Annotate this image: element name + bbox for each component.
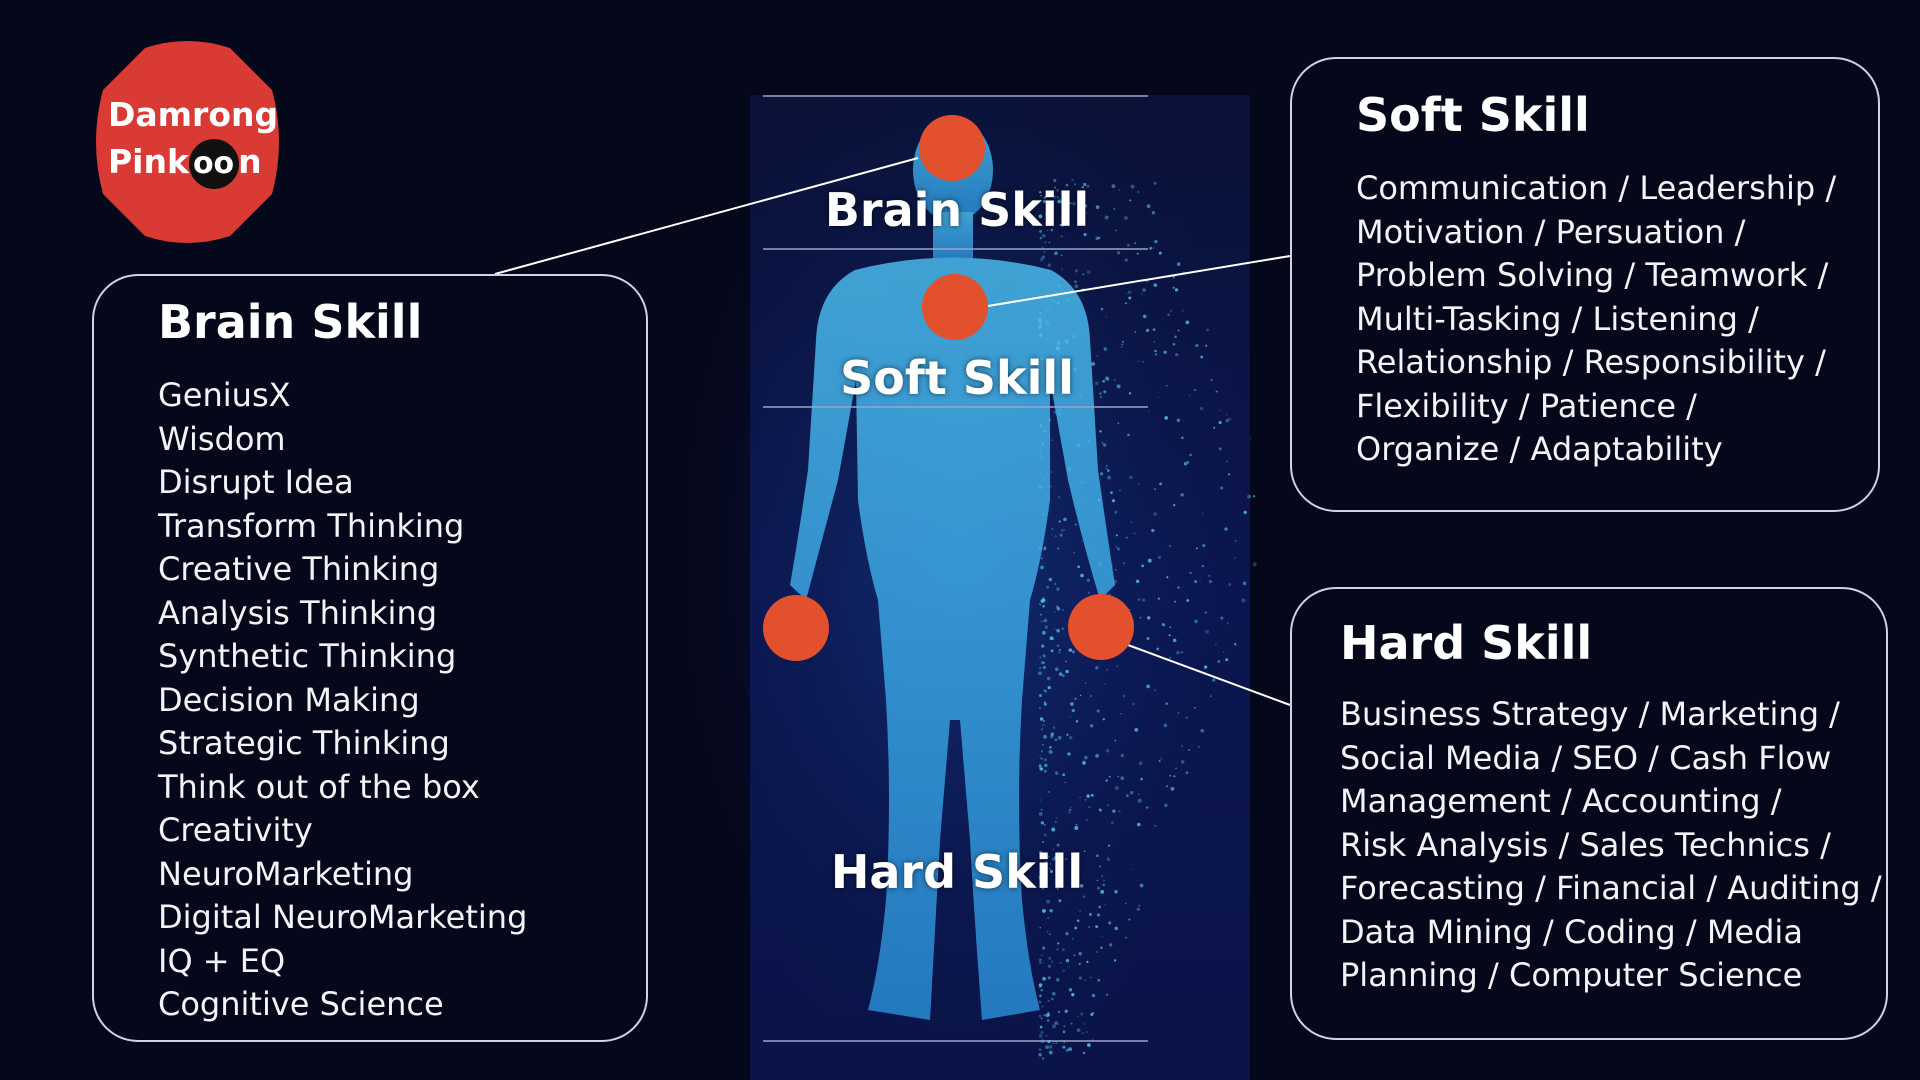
zone-label-hard: Hard Skill [830, 845, 1084, 899]
marker-brain [919, 115, 985, 181]
brain-skill-item: Creativity [158, 811, 313, 849]
brain-skill-item: Analysis Thinking [158, 593, 438, 632]
brain-skill-item: Strategic Thinking [158, 724, 450, 762]
brain-skill-item: Transform Thinking [158, 506, 465, 545]
logo-hexagon [96, 41, 279, 243]
soft-skill-line: Flexibility / Patience / [1356, 386, 1697, 425]
brain-skill-item: NeuroMarketing [158, 854, 414, 893]
logo-eyes: oo [192, 146, 235, 181]
hard-skill-line: Risk Analysis / Sales Technics / [1340, 825, 1831, 864]
soft-skill-line: Problem Solving / Teamwork / [1356, 256, 1829, 294]
brain-skill-panel: Brain Skill GeniusX Wisdom Disrupt Idea … [92, 274, 648, 1042]
hard-skill-panel: Hard Skill Business Strategy / Marketing… [1290, 587, 1888, 1040]
brain-skill-title: Brain Skill [158, 295, 423, 349]
brain-skill-item: Disrupt Idea [158, 463, 354, 501]
soft-skill-title: Soft Skill [1356, 88, 1590, 142]
zone-label-brain: Brain Skill [824, 183, 1090, 237]
hard-skill-list: Business Strategy / Marketing / Social M… [1340, 693, 1882, 998]
connector-brain [494, 157, 919, 275]
hard-skill-line: Management / Accounting / [1340, 782, 1782, 820]
brain-skill-item: GeniusX [158, 376, 291, 414]
hard-skill-line: Planning / Computer Science [1340, 956, 1803, 994]
soft-skill-line: Multi-Tasking / Listening / [1356, 299, 1759, 338]
logo-word-pink: Pink [108, 142, 189, 181]
hard-skill-line: Forecasting / Financial / Auditing / [1340, 869, 1882, 907]
marker-hand-right [1068, 594, 1134, 660]
brain-skill-item: Wisdom [158, 419, 286, 458]
brain-skill-item: Think out of the box [158, 767, 480, 806]
soft-skill-list: Communication / Leadership / Motivation … [1356, 167, 1836, 472]
marker-soft [922, 274, 988, 340]
connector-soft [987, 255, 1291, 307]
brain-skill-item: Digital NeuroMarketing [158, 898, 528, 936]
soft-skill-panel: Soft Skill Communication / Leadership / … [1290, 57, 1880, 512]
soft-skill-line: Relationship / Responsibility / [1356, 343, 1826, 381]
logo-line1: Damrong [108, 95, 279, 134]
soft-skill-line: Motivation / Persuation / [1356, 212, 1746, 251]
hard-skill-line: Data Mining / Coding / Media [1340, 912, 1803, 951]
brain-skill-item: Creative Thinking [158, 550, 440, 588]
brain-skill-item: Synthetic Thinking [158, 637, 457, 675]
soft-skill-line: Communication / Leadership / [1356, 169, 1837, 207]
hard-skill-line: Business Strategy / Marketing / [1340, 695, 1840, 733]
hard-skill-line: Social Media / SEO / Cash Flow [1340, 738, 1832, 777]
brain-skill-item: Decision Making [158, 680, 420, 719]
brain-skill-list: GeniusX Wisdom Disrupt Idea Transform Th… [158, 374, 527, 1027]
soft-skill-line: Organize / Adaptability [1356, 430, 1723, 468]
marker-hand-left [763, 595, 829, 661]
brain-skill-item: IQ + EQ [158, 941, 286, 980]
brain-skill-item: Cognitive Science [158, 985, 444, 1023]
connector-hard [1127, 644, 1291, 706]
hard-skill-title: Hard Skill [1340, 616, 1593, 670]
logo-letter-n: n [238, 142, 262, 181]
zone-label-soft: Soft Skill [840, 351, 1074, 405]
